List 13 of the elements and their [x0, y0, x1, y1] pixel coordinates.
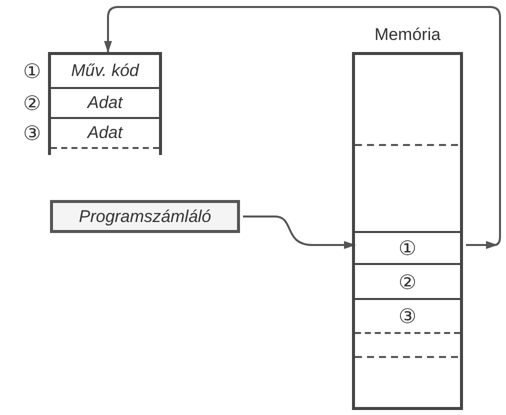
- cell-label: ①: [398, 236, 418, 260]
- cell-label: ②: [398, 270, 418, 294]
- column-heading: Memória: [373, 25, 442, 45]
- step-number: ①: [23, 59, 41, 83]
- cell-label: Adat: [86, 93, 124, 113]
- cell-label: Adat: [86, 123, 124, 143]
- cell-label: Műv. kód: [70, 61, 140, 81]
- cell-label: Programszámláló: [78, 206, 212, 226]
- memory-cell: [355, 231, 460, 265]
- step-number: ②: [23, 91, 41, 115]
- register-box: [50, 200, 240, 233]
- cell-label: ③: [398, 304, 418, 328]
- step-number: ③: [23, 121, 41, 145]
